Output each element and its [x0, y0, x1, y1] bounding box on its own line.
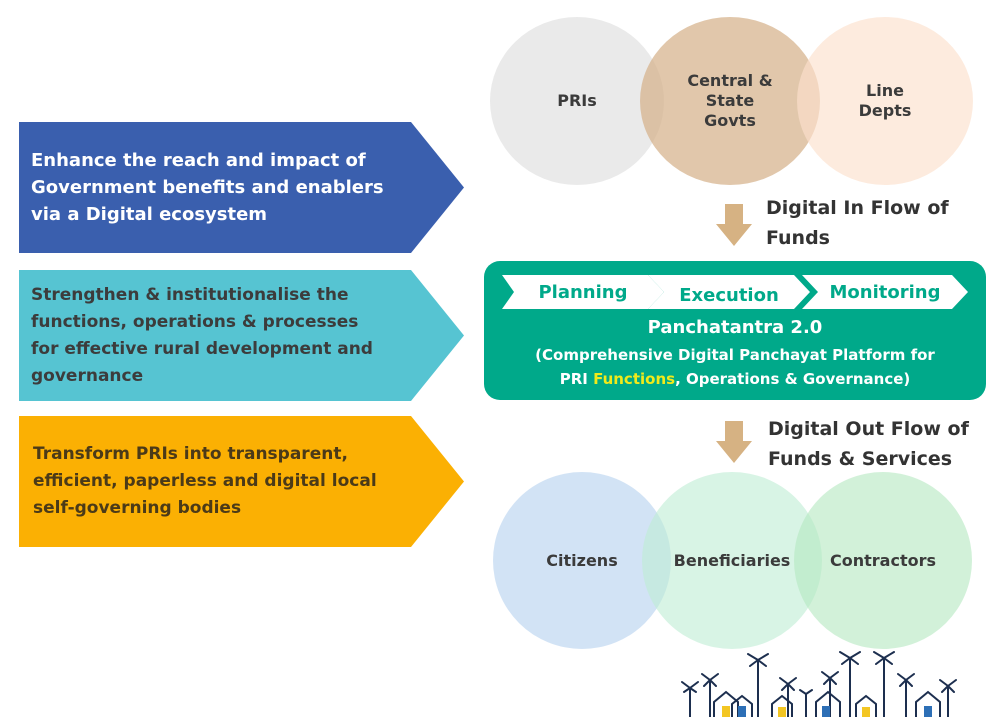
objective-text: Strengthen & institutionalise the functi…: [31, 284, 373, 386]
village-icon: [681, 651, 957, 717]
platform-title: Panchatantra 2.0: [647, 317, 823, 338]
objective-text: Enhance the reach and impact of Governme…: [31, 150, 384, 225]
desc-highlight-functions: Functions: [593, 370, 676, 388]
pris-label: PRIs: [557, 91, 597, 110]
step-monitoring: Monitoring: [802, 275, 968, 309]
step-planning: Planning: [502, 275, 664, 309]
step-monitoring-label: Monitoring: [829, 281, 941, 303]
platform-description-line2: PRI Functions, Operations & Governance): [484, 367, 986, 391]
desc-suffix: , Operations & Governance): [675, 370, 911, 388]
citizens-circle: Citizens: [493, 472, 671, 649]
platform-description: (Comprehensive Digital Panchayat Platfor…: [484, 343, 986, 391]
contractors-label: Contractors: [830, 550, 936, 570]
down-arrow-icon: [716, 204, 752, 246]
objective-banner-institutionalise: Strengthen & institutionalise the functi…: [19, 270, 464, 401]
contractors-circle: Contractors: [794, 472, 972, 649]
beneficiaries-label: Beneficiaries: [673, 550, 791, 570]
central-state-govts-circle: Central & State Govts: [640, 17, 820, 185]
platform-description-line1: (Comprehensive Digital Panchayat Platfor…: [535, 346, 935, 364]
digital-in-flow-label: Digital In Flow of Funds: [766, 197, 949, 249]
citizens-label: Citizens: [546, 550, 618, 570]
step-execution-label: Execution: [679, 284, 779, 306]
line-depts-circle: Line Depts: [797, 17, 973, 185]
objective-banner-digital-ecosystem: Enhance the reach and impact of Governme…: [19, 122, 464, 253]
digital-out-flow-label: Digital Out Flow of Funds & Services: [768, 418, 969, 470]
objective-banner-transform-pris: Transform PRIs into transparent, efficie…: [19, 416, 464, 547]
central-state-govts-label: Central & State Govts: [687, 71, 773, 130]
panchatantra-platform-box: Planning Execution Monitoring Panchatant…: [484, 261, 986, 400]
line-depts-label: Line Depts: [858, 81, 912, 120]
pris-circle: PRIs: [490, 17, 664, 185]
desc-prefix: PRI: [559, 370, 594, 388]
step-planning-label: Planning: [538, 281, 628, 303]
beneficiaries-circle: Beneficiaries: [642, 472, 822, 649]
objective-text: Transform PRIs into transparent, efficie…: [33, 444, 377, 518]
step-execution: Execution: [648, 275, 810, 309]
down-arrow-icon: [716, 421, 752, 463]
